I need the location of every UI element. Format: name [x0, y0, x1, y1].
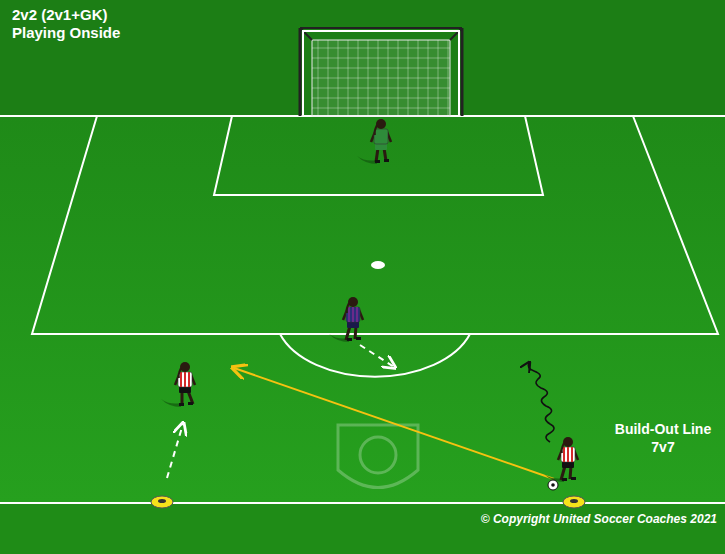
run-arrow: [167, 424, 183, 478]
copyright-note: © Copyright United Soccer Coaches 2021: [440, 512, 717, 527]
player-figure: [357, 119, 391, 164]
diagram-title: 2v2 (2v1+GK) Playing Onside: [12, 6, 162, 42]
line-label: Build-Out Line 7v7: [604, 420, 722, 456]
ball: [548, 480, 558, 490]
field-ground: [0, 116, 725, 503]
back-ground: [0, 0, 725, 116]
goal: [300, 28, 462, 116]
run-arrow: [360, 345, 394, 367]
pitch-lines: [0, 116, 725, 503]
player-figure: [329, 297, 363, 342]
cone: [563, 496, 585, 508]
player-figure: [544, 437, 578, 482]
pass-arrow: [234, 368, 554, 479]
outer-ground: [0, 503, 725, 554]
cone: [151, 496, 173, 508]
player-figure: [161, 362, 195, 407]
dribble-arrow: [528, 363, 554, 442]
watermark-logo: [338, 425, 418, 488]
penalty-spot: [371, 261, 385, 269]
